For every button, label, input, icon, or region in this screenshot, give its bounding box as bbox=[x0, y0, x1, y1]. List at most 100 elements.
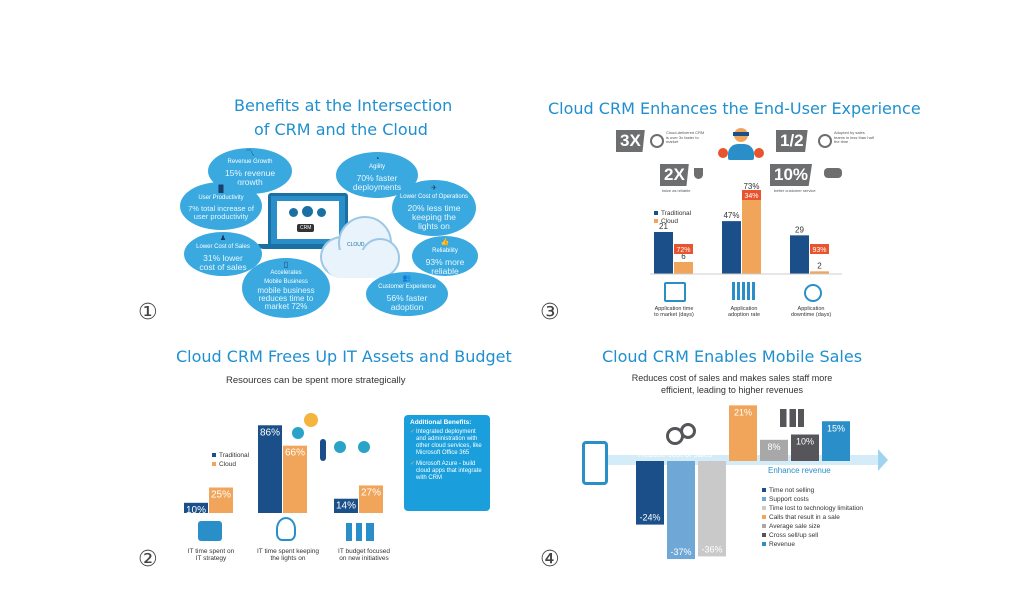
bar-value-label: -24% bbox=[639, 513, 660, 523]
legend-item: Support costs bbox=[762, 496, 942, 503]
gauge-icon: ◔ bbox=[374, 154, 380, 163]
badge-value: 1/2 bbox=[776, 130, 808, 152]
thumbs-up-icon: 👍 bbox=[440, 239, 450, 246]
gears-icon bbox=[666, 423, 696, 445]
badge-half: 1/2 Adopted by sales teams in less than … bbox=[776, 130, 886, 152]
bulbs-illustration bbox=[286, 413, 376, 463]
legend-item: Time not selling bbox=[762, 487, 942, 494]
bar-value-label: 14% bbox=[336, 501, 356, 512]
bar-traditional bbox=[334, 498, 358, 513]
lightbulb-icon bbox=[292, 427, 304, 439]
bar-cloud bbox=[359, 485, 383, 513]
cloud-icon: CLOUD bbox=[318, 212, 400, 288]
badge-10pct: 10% better customer service bbox=[770, 164, 880, 193]
legend-swatch bbox=[212, 462, 216, 467]
bubble-title: User Productivity bbox=[198, 195, 244, 201]
bar bbox=[698, 461, 726, 557]
person-icon bbox=[320, 439, 326, 461]
lightbulb-icon bbox=[276, 517, 296, 541]
benefit-item: ✓Microsoft Azure - build cloud apps that… bbox=[410, 461, 482, 481]
user-avatar-icon bbox=[726, 128, 756, 162]
panel2-legend-cloud: Cloud bbox=[212, 461, 236, 468]
panel1-number: ① bbox=[138, 300, 158, 325]
bar-value-label: 8% bbox=[767, 442, 780, 452]
bar bbox=[667, 461, 695, 560]
badge-text: Adopted by sales teams in less than half… bbox=[834, 130, 874, 144]
bar-value-label: 21 bbox=[659, 222, 668, 231]
benefit-item: ✓Integrated deployment and administratio… bbox=[410, 429, 482, 456]
bubble-lower-cost-sales: ♟ Lower Cost of Sales 31% lower cost of … bbox=[184, 232, 262, 276]
panel2-chart: 10%25%86%66%14%27% bbox=[184, 425, 383, 516]
change-label: 34% bbox=[744, 193, 758, 200]
badge-value: 3X bbox=[616, 130, 645, 152]
growth-chart-icon bbox=[346, 523, 374, 541]
bubble-text: 31% lower cost of sales bbox=[199, 253, 247, 272]
shield-icon bbox=[694, 168, 703, 179]
legend-item: Revenue bbox=[762, 541, 942, 548]
bubble-customer-experience: 👥 Customer Experience 56% faster adoptio… bbox=[366, 272, 448, 316]
handshake-icon bbox=[824, 168, 842, 178]
panel1-title-line2: of CRM and the Cloud bbox=[254, 120, 428, 139]
lightbulb-icon bbox=[334, 441, 346, 453]
calendar-icon bbox=[664, 282, 686, 302]
bar-value-label: 21% bbox=[734, 407, 752, 417]
badge-text: Cloud-delivered CRM is over 3x faster to… bbox=[666, 130, 705, 144]
panel4-title: Cloud CRM Enables Mobile Sales bbox=[602, 347, 863, 366]
bubble-text: 20% less time keeping the lights on bbox=[407, 203, 461, 231]
bar-value-label: -37% bbox=[670, 547, 691, 557]
panel2-number: ② bbox=[138, 547, 158, 572]
legend-swatch bbox=[654, 211, 658, 216]
legend-item: Calls that result in a sale bbox=[762, 514, 942, 521]
panel-mobile-sales: Cloud CRM Enables Mobile Sales Reduces c… bbox=[512, 335, 1024, 599]
bubble-text: 56% faster adoption bbox=[386, 293, 428, 312]
additional-benefits-box: Additional Benefits: ✓Integrated deploym… bbox=[404, 415, 490, 511]
bar bbox=[729, 405, 757, 461]
panel1-title-line1: Benefits at the Intersection bbox=[234, 96, 453, 115]
bar-value-label: 47% bbox=[723, 211, 739, 220]
change-arrow bbox=[674, 244, 693, 254]
revenue-arrow-head bbox=[878, 449, 888, 471]
bar-traditional bbox=[654, 232, 673, 274]
bubble-reliability: 👍 Reliability 93% more reliable bbox=[412, 236, 478, 276]
group-icon: 👥 bbox=[402, 275, 412, 282]
laptop-icon: CRM bbox=[268, 193, 348, 247]
trend-icon: 〽 bbox=[245, 148, 255, 158]
bubble-user-productivity: ▐▌ User Productivity 7% total increase o… bbox=[180, 182, 262, 230]
bubble-title: Agility bbox=[368, 164, 385, 170]
lightbulb-icon bbox=[304, 413, 318, 427]
bar-value-label: 27% bbox=[361, 487, 381, 498]
laptop-base bbox=[258, 244, 356, 249]
legend-item: Time lost to technology limitation bbox=[762, 505, 942, 512]
bar-value-label: -36% bbox=[701, 544, 722, 554]
badge-text: twice as reliable bbox=[662, 188, 691, 193]
panel4-chart: -24%-37%-36%21%8%10%15% bbox=[608, 405, 888, 560]
reduce-cost-label: Reduce cost of sales bbox=[638, 450, 713, 459]
growth-chart-icon bbox=[780, 409, 804, 427]
badge-2x: 2X twice as reliable bbox=[660, 164, 740, 193]
lightbulb-icon bbox=[358, 441, 370, 453]
badge-value: 10% bbox=[770, 164, 813, 186]
bar-chart-icon bbox=[732, 282, 756, 300]
bar-value-label: 2 bbox=[817, 261, 822, 270]
panel3-legend-traditional: Traditional bbox=[654, 210, 691, 217]
bar-cloud bbox=[209, 487, 233, 513]
bar-traditional bbox=[258, 425, 282, 513]
bar-cloud bbox=[810, 271, 829, 274]
change-arrow bbox=[742, 190, 761, 200]
legend-swatch bbox=[654, 219, 658, 224]
panel4-subtitle-line1: Reduces cost of sales and makes sales st… bbox=[631, 373, 833, 383]
legend-label: Cloud bbox=[661, 218, 678, 225]
bar-value-label: 10% bbox=[796, 437, 814, 447]
person-icon: ♟ bbox=[219, 235, 227, 242]
bar-value-label: 73% bbox=[743, 182, 759, 191]
phone-icon: ▯ bbox=[283, 260, 289, 269]
panel2-legend-traditional: Traditional bbox=[212, 452, 249, 459]
phone-icon bbox=[582, 441, 608, 485]
bubble-title: Reliability bbox=[432, 248, 458, 254]
clock-icon bbox=[818, 134, 832, 148]
panel3-number: ③ bbox=[540, 300, 560, 325]
